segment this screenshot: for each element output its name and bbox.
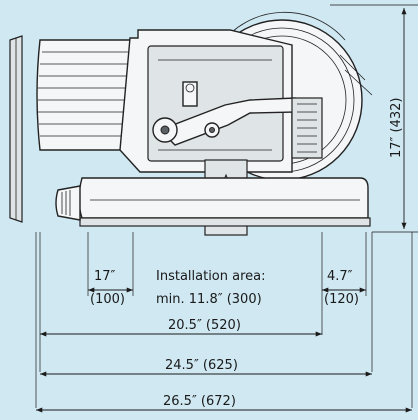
height-label: 17″ (432) [389,98,404,159]
front-knob [55,185,81,221]
width-3-label: 26.5″ (672) [163,394,236,409]
machine-base [78,177,369,219]
width-2-label: 24.5″ (625) [165,358,238,373]
meat-slicer-side-view [9,11,373,236]
right-clearance-mm: (120) [324,292,359,307]
width-dimension-3: 26.5″ (672) [36,394,412,413]
motor-fins [38,51,128,137]
motor-housing [36,39,131,151]
left-clearance-mm: (100) [90,292,125,307]
clearance-dimensions: 17″ (100) 4.7″ (120) Installation area: … [88,269,366,307]
installation-area-label: Installation area: [156,269,266,284]
carriage-lever [152,97,299,146]
thickness-knob [182,81,198,107]
width-dimension-1: 20.5″ (520) [40,318,322,337]
width-dimension-2: 24.5″ (625) [40,358,372,377]
left-clearance-inches: 17″ [94,269,116,284]
right-clearance-inches: 4.7″ [327,269,353,284]
base-feet-rail [79,217,371,227]
width-1-label: 20.5″ (520) [168,318,241,333]
installation-area-value: min. 11.8″ (300) [156,292,262,307]
height-dimension: 17″ (432) [389,8,407,229]
extension-lines [35,4,418,408]
